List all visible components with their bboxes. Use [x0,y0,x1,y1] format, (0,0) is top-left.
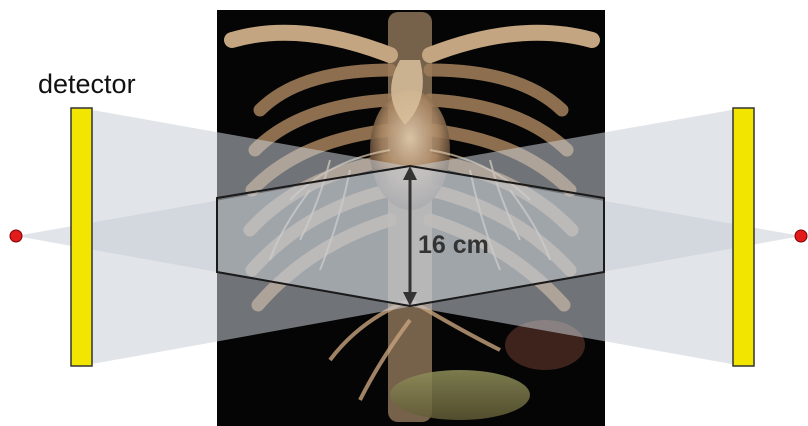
detector-left [71,108,92,366]
detector-right [733,108,754,366]
x-ray-source-right-icon [795,230,807,242]
coverage-label: 16 cm [418,231,489,259]
x-ray-source-left-icon [10,230,22,242]
abdominal-organ [390,370,530,420]
detector-label: detector [38,69,136,99]
